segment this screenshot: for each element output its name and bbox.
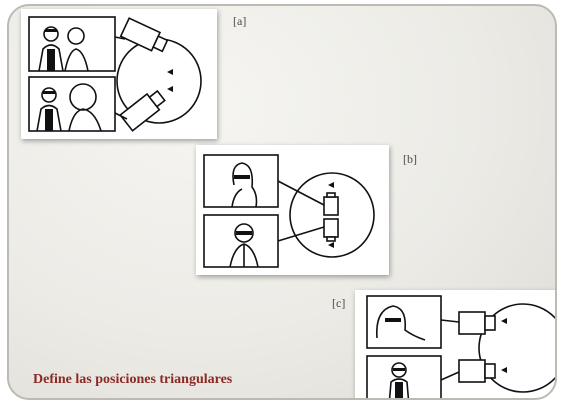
slide-caption: Define las posiciones triangulares	[33, 372, 233, 387]
figure-a	[21, 9, 217, 139]
figure-a-drawing	[28, 16, 202, 132]
actor-mark-bottom	[501, 367, 507, 373]
figure-c	[355, 290, 555, 398]
actor-mark-top	[501, 318, 507, 324]
figure-b	[196, 145, 389, 275]
actor-mark-top	[328, 182, 334, 188]
slide: [a]	[7, 4, 557, 400]
figure-b-drawing	[203, 154, 375, 268]
actor-mark-bottom	[167, 86, 173, 92]
label-b: [b]	[403, 152, 417, 166]
label-a: [a]	[233, 14, 247, 28]
actor-mark-top	[167, 69, 173, 75]
frame-top	[366, 295, 442, 349]
figure-c-drawing	[366, 295, 555, 398]
label-c: [c]	[332, 296, 346, 310]
frame-bottom	[366, 355, 442, 398]
frame-bottom	[28, 76, 116, 132]
frame-top	[28, 16, 116, 72]
actor-mark-bottom	[328, 242, 334, 248]
